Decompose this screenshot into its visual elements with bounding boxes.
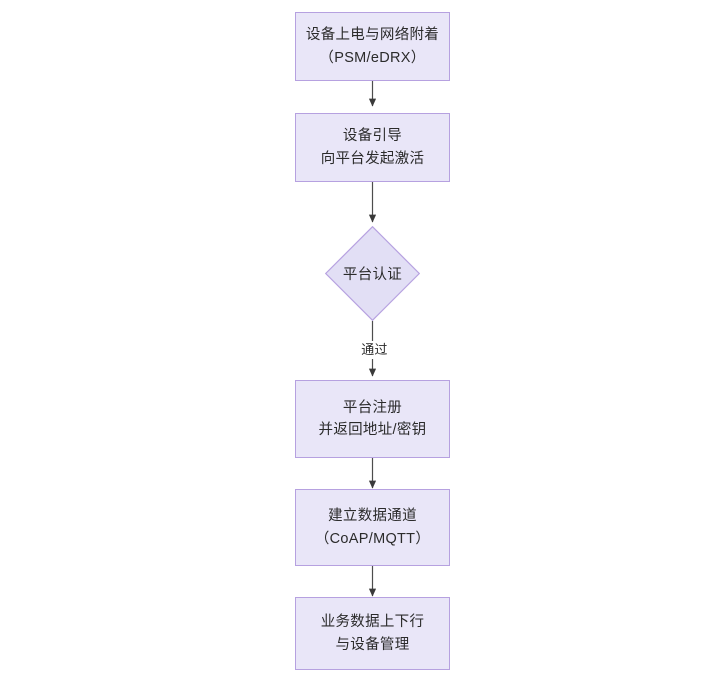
node-service-data-line1: 业务数据上下行 xyxy=(320,614,425,631)
node-bootstrap[interactable]: 设备引导 向平台发起激活 xyxy=(295,113,450,182)
node-platform-register[interactable]: 平台注册 并返回地址/密钥 xyxy=(295,380,450,458)
node-service-data-line2: 与设备管理 xyxy=(335,636,410,653)
node-power-on-line2: （PSM/eDRX） xyxy=(319,49,426,66)
node-service-data[interactable]: 业务数据上下行 与设备管理 xyxy=(295,597,450,670)
node-power-on-line1: 设备上电与网络附着 xyxy=(305,27,440,44)
node-power-on[interactable]: 设备上电与网络附着 （PSM/eDRX） xyxy=(295,12,450,81)
node-data-channel-line1: 建立数据通道 xyxy=(328,508,417,525)
node-bootstrap-line2: 向平台发起激活 xyxy=(320,150,425,167)
node-platform-auth-label: 平台认证 xyxy=(342,267,403,283)
node-data-channel-line2: （CoAP/MQTT） xyxy=(314,530,431,547)
node-bootstrap-line1: 设备引导 xyxy=(342,128,403,145)
node-platform-register-line2: 并返回地址/密钥 xyxy=(318,422,427,438)
diamond-shape xyxy=(325,226,420,321)
node-platform-auth[interactable]: 平台认证 xyxy=(325,226,420,321)
edge-label-pass: 通过 xyxy=(352,341,397,359)
node-platform-register-line1: 平台注册 xyxy=(342,399,403,416)
node-data-channel[interactable]: 建立数据通道 （CoAP/MQTT） xyxy=(295,489,450,566)
